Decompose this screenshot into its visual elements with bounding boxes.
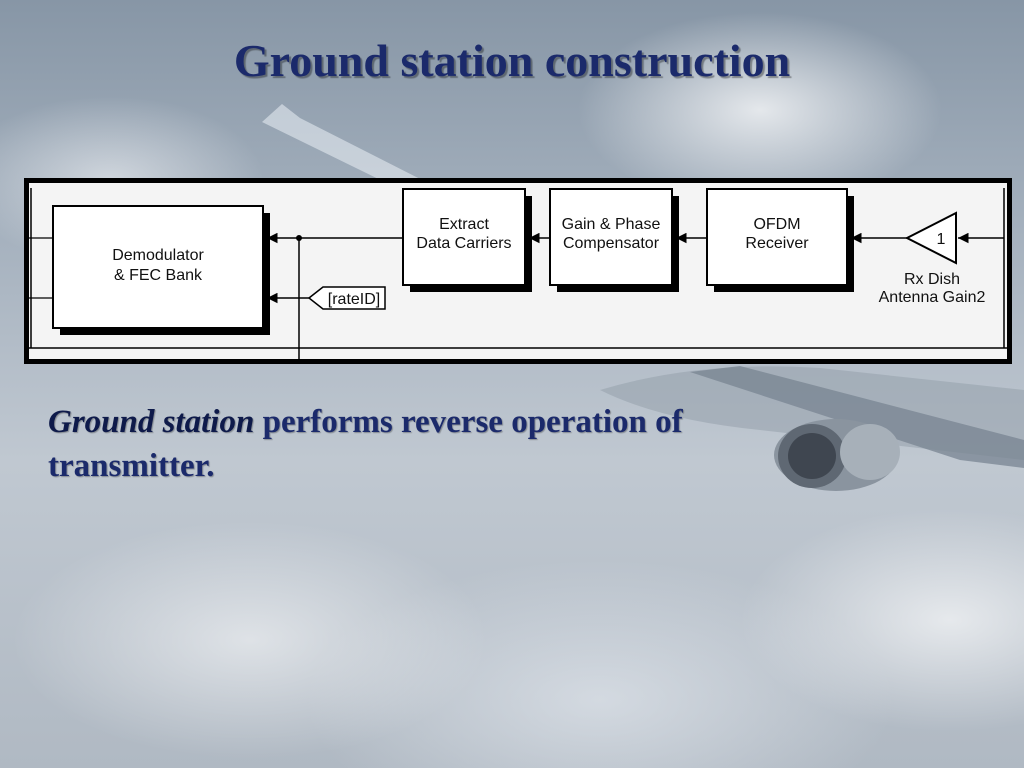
slide-title: Ground station construction (233, 35, 791, 86)
extract-label-line1: Extract (439, 216, 489, 233)
demodulator-label-line1: Demodulator (112, 247, 204, 264)
rate-id-label: [rateID] (328, 291, 380, 308)
caption-emphasis: Ground station (48, 404, 255, 440)
compensator-label-line2: Compensator (563, 235, 660, 252)
caption-text: Ground station performs reverse operatio… (48, 400, 808, 488)
block-diagram: Demodulator & FEC Bank Extract Data Carr… (24, 178, 1012, 364)
ofdm-label-line1: OFDM (753, 216, 800, 233)
demodulator-label-line2: & FEC Bank (114, 267, 203, 284)
rx-dish-gain-block: 1 Rx Dish Antenna Gain2 (879, 211, 986, 306)
gain-phase-compensator-block: Gain & Phase Compensator (549, 188, 679, 292)
extract-label-line2: Data Carriers (416, 235, 511, 252)
extract-data-carriers-block: Extract Data Carriers (402, 188, 532, 292)
rate-id-tag: [rateID] (307, 286, 386, 310)
compensator-label-line1: Gain & Phase (562, 216, 661, 233)
diagram-svg: Demodulator & FEC Bank Extract Data Carr… (29, 188, 1007, 359)
demodulator-block: Demodulator & FEC Bank (52, 205, 270, 335)
caption-rest: performs reverse operation of transmitte… (48, 404, 683, 484)
ofdm-label-line2: Receiver (745, 235, 809, 252)
ofdm-receiver-block: OFDM Receiver (706, 188, 854, 292)
gain-value: 1 (937, 231, 946, 248)
gain-label-line2: Antenna Gain2 (879, 289, 986, 306)
gain-label-line1: Rx Dish (904, 271, 960, 288)
